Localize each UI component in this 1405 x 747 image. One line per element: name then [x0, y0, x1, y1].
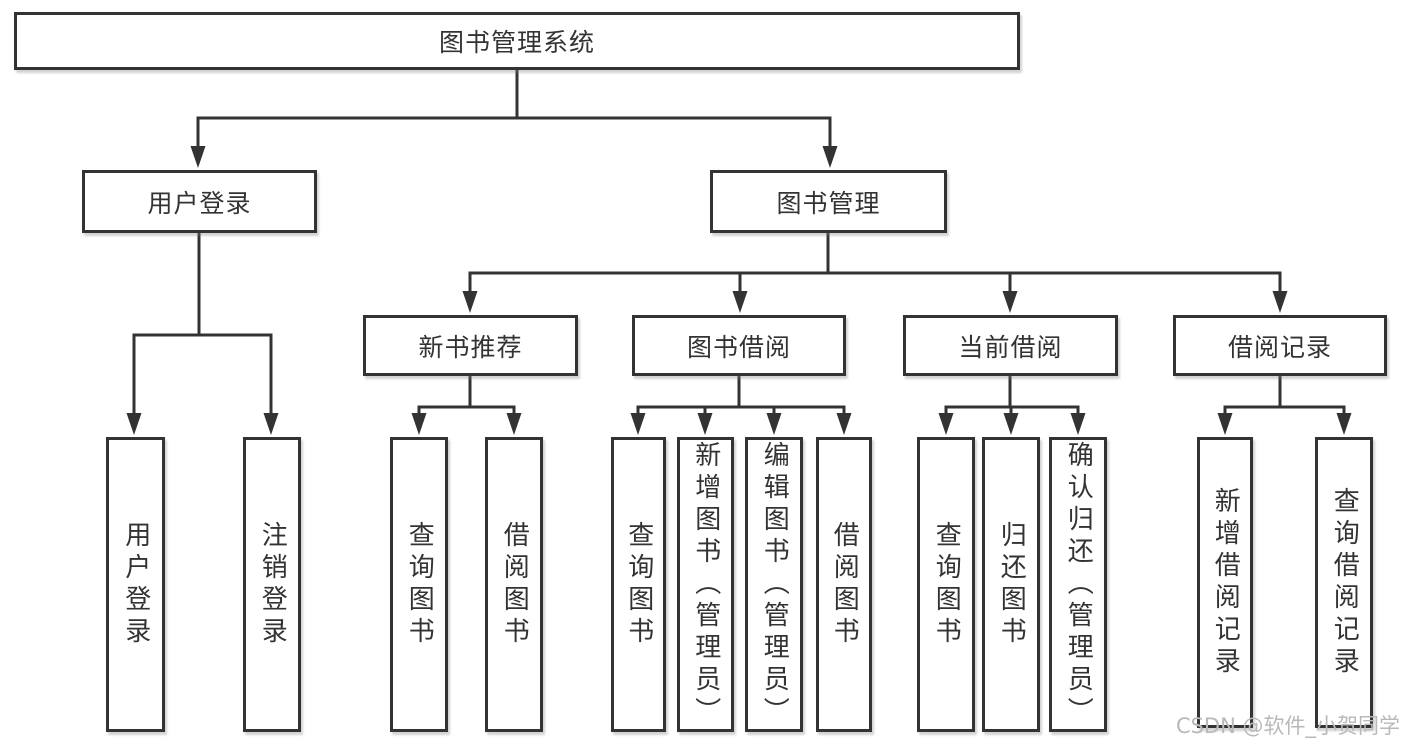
leaf-query-book-current: 查询图书 — [917, 437, 975, 732]
connector-book-borrow-children — [636, 376, 846, 417]
connector-new-book-children — [417, 376, 516, 417]
arrowheads-level3 — [462, 291, 1288, 313]
leaf-borrow-book-recommend: 借阅图书 — [485, 437, 543, 732]
leaf-add-book-admin: 新增图书（管理员） — [677, 437, 734, 732]
node-user-login: 用户登录 — [82, 170, 317, 233]
leaf-user-login: 用户登录 — [106, 437, 165, 732]
arrowheads-user-login-children — [126, 413, 279, 435]
leaf-borrow-book: 借阅图书 — [816, 437, 872, 732]
leaf-return-book: 归还图书 — [982, 437, 1040, 732]
node-current-borrow: 当前借阅 — [903, 315, 1118, 376]
node-book-borrow: 图书借阅 — [632, 315, 846, 376]
leaf-edit-book-admin: 编辑图书（管理员） — [745, 437, 803, 732]
connector-current-borrow-children — [944, 376, 1080, 417]
connector-root-to-level2 — [196, 70, 832, 150]
leaf-query-book-borrow: 查询图书 — [611, 437, 666, 732]
leaf-logout: 注销登录 — [243, 437, 301, 732]
leaf-query-book-recommend: 查询图书 — [390, 437, 448, 732]
node-root: 图书管理系统 — [14, 12, 1020, 70]
connector-book-management-children — [468, 233, 1282, 295]
connector-borrow-record-children — [1223, 376, 1346, 417]
arrowheads-leaves — [411, 413, 1352, 435]
leaf-add-borrow-record: 新增借阅记录 — [1197, 437, 1253, 728]
arrowheads-level2 — [190, 146, 838, 168]
csdn-watermark: CSDN @软件_小贺同学 — [1175, 714, 1400, 738]
node-borrow-record: 借阅记录 — [1173, 315, 1387, 376]
leaf-query-borrow-record: 查询借阅记录 — [1315, 437, 1373, 728]
node-new-book-recommend: 新书推荐 — [363, 315, 578, 376]
node-book-management: 图书管理 — [710, 170, 947, 233]
connector-user-login-children — [132, 233, 273, 417]
leaf-confirm-return-admin: 确认归还（管理员） — [1049, 437, 1107, 732]
